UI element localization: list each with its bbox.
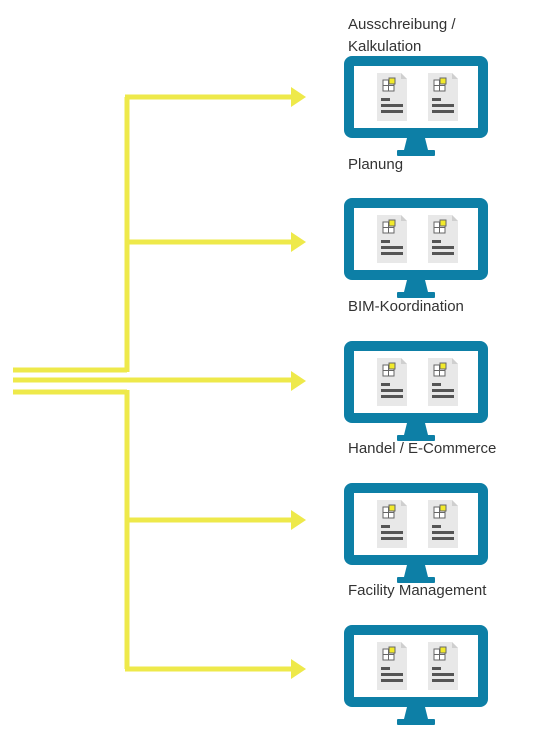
computer-monitor-icon <box>344 483 488 583</box>
building-document-icon <box>428 73 458 121</box>
target-label-line: Ausschreibung / <box>348 16 456 33</box>
target-system: Ausschreibung / Kalkulation <box>344 16 488 156</box>
arrow-head-icon <box>291 232 306 252</box>
arrow-head-icon <box>291 87 306 107</box>
building-document-icon <box>377 215 407 263</box>
building-document-icon <box>377 73 407 121</box>
target-label: Planung <box>348 156 403 173</box>
target-label-line: BIM-Koordination <box>348 298 464 315</box>
building-document-icon <box>428 358 458 406</box>
computer-monitor-icon <box>344 198 488 298</box>
building-document-icon <box>377 500 407 548</box>
target-label: Facility Management <box>348 582 487 599</box>
building-document-icon <box>428 215 458 263</box>
building-document-icon <box>428 642 458 690</box>
target-system: BIM-Koordination <box>344 298 488 441</box>
target-label: Handel / E-Commerce <box>348 440 496 457</box>
computer-monitor-icon <box>344 56 488 156</box>
arrow-head-icon <box>291 371 306 391</box>
computer-monitor-icon <box>344 341 488 441</box>
computer-monitor-icon <box>344 625 488 725</box>
building-document-icon <box>377 358 407 406</box>
target-label-line: Planung <box>348 156 403 173</box>
target-label: BIM-Koordination <box>348 298 464 315</box>
target-label-line: Handel / E-Commerce <box>348 440 496 457</box>
connector-lines <box>13 87 306 679</box>
target-systems: Ausschreibung / KalkulationPlanungBIM-Koo… <box>344 16 496 725</box>
target-system: Handel / E-Commerce <box>344 440 496 583</box>
building-document-icon <box>377 642 407 690</box>
target-label-line: Facility Management <box>348 582 487 599</box>
arrow-head-icon <box>291 510 306 530</box>
building-document-icon <box>428 500 458 548</box>
target-system: Planung <box>344 156 488 298</box>
target-system: Facility Management <box>344 582 488 725</box>
target-label: Ausschreibung / Kalkulation <box>348 16 456 55</box>
target-label-line: Kalkulation <box>348 38 421 55</box>
arrow-head-icon <box>291 659 306 679</box>
